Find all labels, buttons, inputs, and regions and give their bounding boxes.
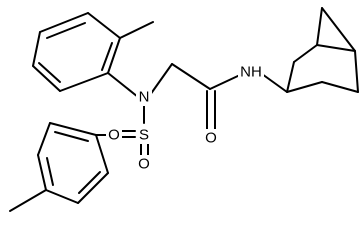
carbonyl-nh-bond — [209, 74, 241, 90]
svg-text:O: O — [205, 130, 217, 147]
molecule-structure: N NH S O O O — [9, 7, 359, 212]
atom-o-sulfonyl-left: O — [106, 126, 122, 144]
ch2-carbonyl-bond — [171, 63, 211, 90]
atom-nh: NH — [238, 63, 264, 81]
ptolyl-ring — [37, 122, 109, 204]
norbornane — [286, 7, 359, 93]
atom-s: S — [136, 126, 152, 144]
tolyl-ring — [32, 12, 121, 92]
svg-text:O: O — [138, 156, 150, 173]
ptolyl-methyl-bond — [9, 189, 47, 212]
svg-text:N: N — [139, 89, 150, 106]
atom-o-sulfonyl-down: O — [136, 155, 152, 173]
atom-n: N — [136, 88, 152, 106]
svg-text:O: O — [108, 127, 120, 144]
atom-o-carbonyl: O — [203, 129, 219, 147]
n-ch2-bond — [149, 63, 173, 96]
ring-to-n-bond — [107, 72, 139, 98]
tolyl-methyl-bond — [119, 21, 154, 39]
nh-norbornyl-bond — [261, 73, 288, 93]
svg-text:NH: NH — [240, 64, 262, 81]
svg-text:S: S — [139, 127, 149, 144]
